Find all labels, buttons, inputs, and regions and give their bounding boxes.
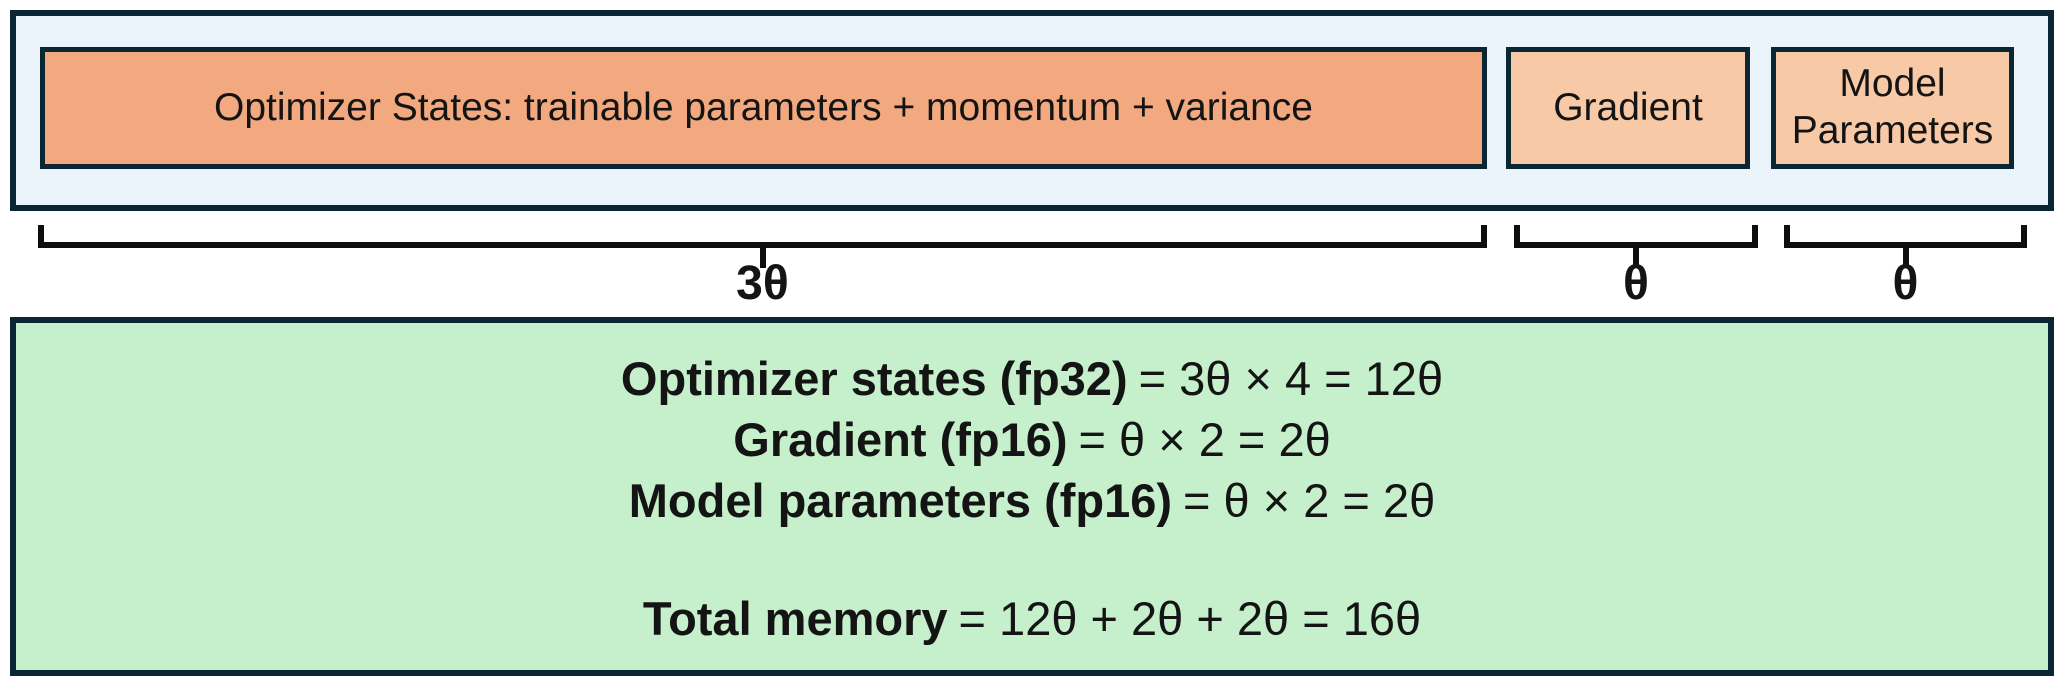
- model-parameters-size-label: θ: [1892, 257, 1919, 310]
- optimizer-states-box: Optimizer States: trainable parameters +…: [40, 47, 1487, 169]
- summary-line-total-memory: Total memory= 12θ + 2θ + 2θ = 16θ: [16, 588, 2048, 649]
- brace-tick: [759, 248, 766, 268]
- brace-tick: [1902, 248, 1909, 268]
- model-parameters-label: Model Parameters: [1791, 62, 1994, 152]
- memory-summary-box: Optimizer states (fp32)= 3θ × 4 = 12θ Gr…: [10, 317, 2054, 676]
- summary-formula: = 3θ × 4 = 12θ: [1138, 352, 1444, 405]
- brace-gradient: θ: [1514, 225, 1758, 310]
- summary-term: Optimizer states (fp32): [620, 352, 1128, 405]
- gradient-size-label: θ: [1623, 257, 1649, 310]
- summary-line-gradient: Gradient (fp16)= θ × 2 = 2θ: [16, 409, 2048, 470]
- summary-term: Total memory: [642, 592, 948, 645]
- summary-formula: = θ × 2 = 2θ: [1183, 474, 1436, 527]
- brace-tick: [1633, 248, 1639, 268]
- gradient-box: Gradient: [1506, 47, 1750, 169]
- memory-bar: Optimizer States: trainable parameters +…: [10, 10, 2054, 211]
- brace-line: [38, 225, 1487, 248]
- summary-term: Model parameters (fp16): [628, 474, 1173, 527]
- model-parameters-box: Model Parameters: [1771, 47, 2014, 169]
- summary-term: Gradient (fp16): [733, 413, 1068, 466]
- brace-optimizer-states: 3θ: [38, 225, 1487, 310]
- optimizer-states-label: Optimizer States: trainable parameters +…: [214, 85, 1313, 129]
- summary-formula: = θ × 2 = 2θ: [1078, 413, 1331, 466]
- brace-model-parameters: θ: [1784, 225, 2027, 310]
- summary-line-optimizer-states: Optimizer states (fp32)= 3θ × 4 = 12θ: [16, 348, 2048, 409]
- summary-line-model-parameters: Model parameters (fp16)= θ × 2 = 2θ: [16, 470, 2048, 531]
- optimizer-states-size-label: 3θ: [736, 257, 789, 310]
- brace-line: [1514, 225, 1758, 248]
- brace-line: [1784, 225, 2027, 248]
- summary-formula: = 12θ + 2θ + 2θ = 16θ: [958, 592, 1422, 645]
- gradient-label: Gradient: [1553, 85, 1703, 129]
- summary-blank-line: [16, 531, 2048, 588]
